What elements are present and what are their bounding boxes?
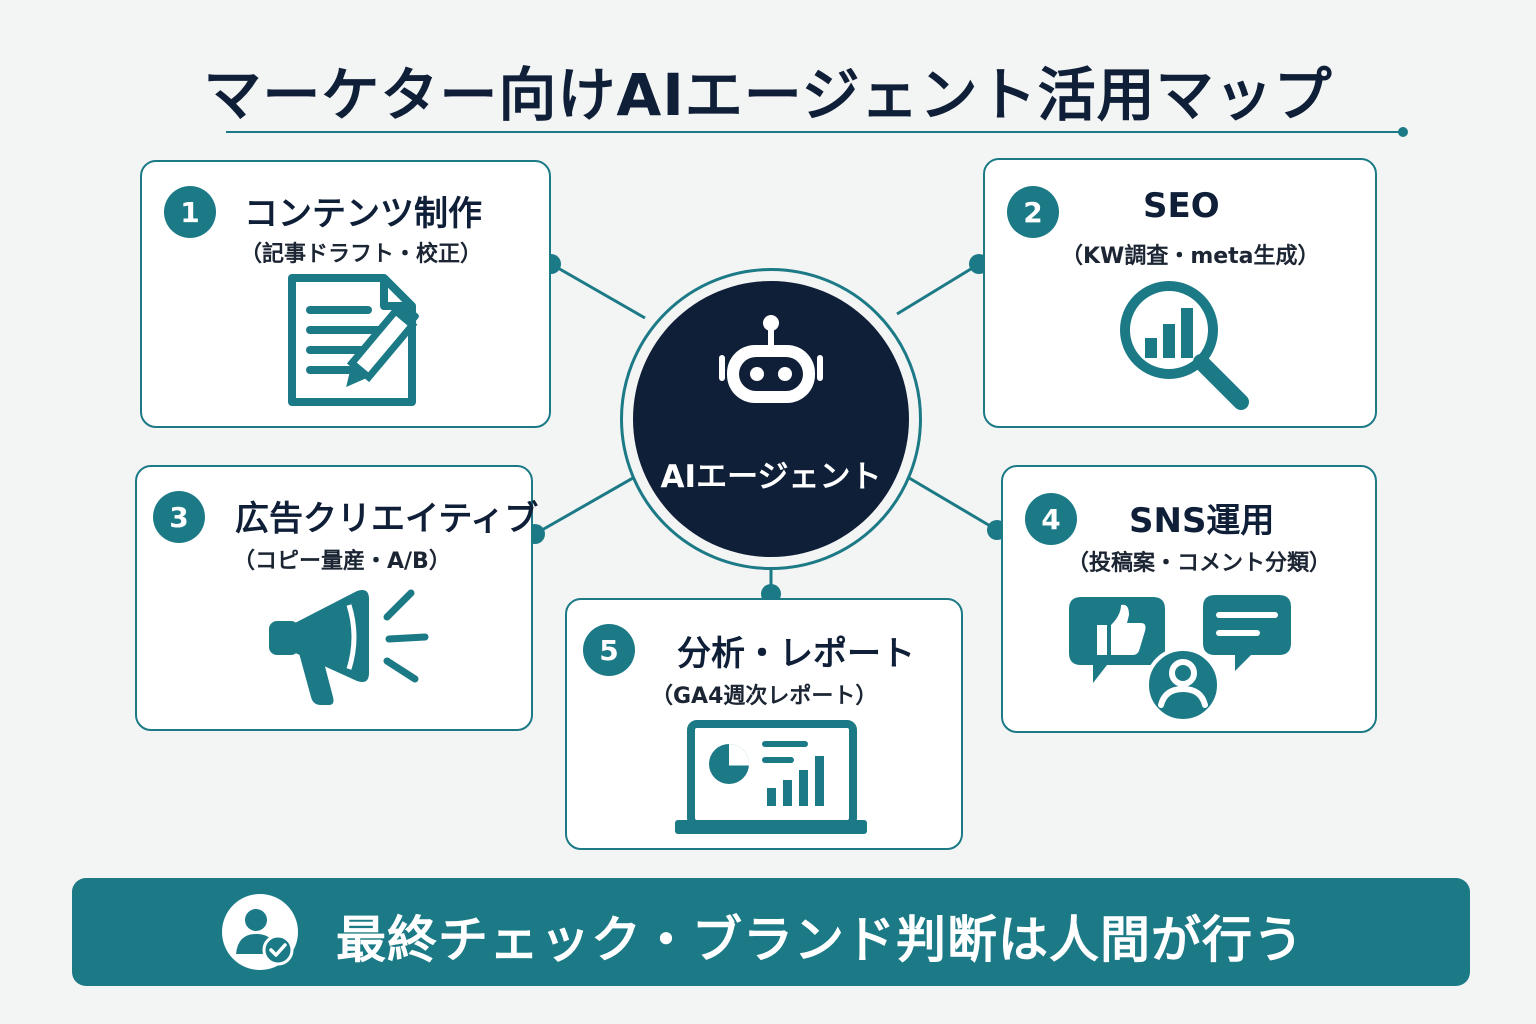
card-subtitle: （コピー量産・A/B） bbox=[233, 549, 451, 574]
card-seo: 2 SEO （KW調査・meta生成） bbox=[983, 158, 1377, 428]
magnifier-chart-icon bbox=[1120, 281, 1249, 410]
card-subtitle: （GA4週次レポート） bbox=[651, 684, 878, 709]
card-analytics-report: 5 分析・レポート （GA4週次レポート） bbox=[565, 598, 963, 850]
title-underline-dot bbox=[1398, 127, 1408, 137]
connector-line-1 bbox=[550, 262, 646, 320]
megaphone-icon bbox=[269, 589, 429, 705]
connector-line-4 bbox=[898, 470, 998, 532]
card-number-badge: 3 bbox=[153, 491, 205, 543]
page-title: マーケター向けAIエージェント活用マップ bbox=[203, 61, 1333, 129]
card-subtitle: （記事ドラフト・校正） bbox=[240, 242, 483, 267]
social-chat-icon bbox=[1069, 595, 1291, 723]
ai-agent-hub: AIエージェント bbox=[620, 268, 922, 570]
card-title: SNS運用 bbox=[1129, 501, 1275, 541]
card-title: 広告クリエイティブ bbox=[235, 499, 539, 539]
card-subtitle: （投稿案・コメント分類） bbox=[1067, 551, 1332, 576]
connector-line-3 bbox=[534, 468, 648, 536]
card-number-badge: 5 bbox=[583, 624, 635, 676]
ai-agent-hub-inner: AIエージェント bbox=[633, 281, 909, 557]
title-underline bbox=[226, 131, 1402, 133]
card-subtitle: （KW調査・meta生成） bbox=[1061, 244, 1320, 269]
card-ad-creative: 3 広告クリエイティブ （コピー量産・A/B） bbox=[135, 465, 538, 731]
card-number-badge: 1 bbox=[164, 186, 216, 238]
card-title: コンテンツ制作 bbox=[244, 194, 482, 234]
card-title: 分析・レポート bbox=[677, 634, 915, 674]
card-content-creation: 1 コンテンツ制作 （記事ドラフト・校正） bbox=[140, 160, 551, 428]
human-check-banner: 最終チェック・ブランド判断は人間が行う bbox=[72, 878, 1470, 986]
laptop-report-icon bbox=[675, 720, 867, 834]
human-check-text: 最終チェック・ブランド判断は人間が行う bbox=[336, 911, 1304, 969]
card-sns: 4 SNS運用 （投稿案・コメント分類） bbox=[1001, 465, 1377, 733]
card-number-badge: 4 bbox=[1025, 493, 1077, 545]
card-number-badge: 2 bbox=[1007, 186, 1059, 238]
connector-line-2 bbox=[896, 262, 980, 316]
card-title: SEO bbox=[1143, 186, 1220, 226]
user-check-icon bbox=[222, 894, 298, 970]
robot-icon bbox=[719, 315, 823, 403]
ai-agent-label: AIエージェント bbox=[660, 459, 882, 495]
document-pencil-icon bbox=[288, 274, 419, 406]
